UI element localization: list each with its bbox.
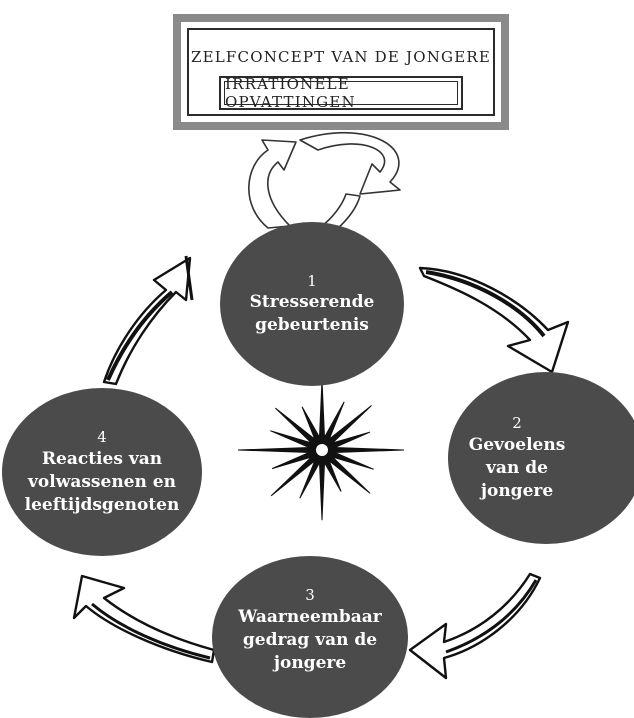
node-reactions: 4 Reacties van volwassenen en leeftijdsg… bbox=[2, 388, 202, 556]
node-label: Waarneembaar gedrag van de jongere bbox=[238, 606, 382, 673]
node-observable-behavior: 3 Waarneembaar gedrag van de jongere bbox=[212, 556, 408, 718]
node-label: Stresserende gebeurtenis bbox=[249, 292, 375, 336]
node-label: Gevoelens van de jongere bbox=[468, 434, 566, 501]
node-label: Reacties van volwassenen en leeftijdsgen… bbox=[24, 448, 180, 515]
node-feelings: 2 Gevoelens van de jongere bbox=[448, 372, 634, 544]
node-number: 3 bbox=[305, 586, 315, 605]
diagram-subtitle: IRRATIONELE OPVATTINGEN bbox=[224, 75, 458, 111]
curved-arrow-icon bbox=[408, 572, 542, 680]
curved-arrow-icon bbox=[418, 266, 570, 374]
curved-arrow-icon bbox=[72, 574, 216, 664]
diagram-title: ZELFCONCEPT VAN DE JONGERE bbox=[190, 48, 492, 66]
node-stressful-event: 1 Stresserende gebeurtenis bbox=[220, 222, 404, 386]
self-concept-inner-frame: ZELFCONCEPT VAN DE JONGERE IRRATIONELE O… bbox=[187, 28, 495, 116]
node-number: 4 bbox=[97, 428, 107, 447]
node-number: 2 bbox=[512, 414, 522, 433]
self-concept-box: ZELFCONCEPT VAN DE JONGERE IRRATIONELE O… bbox=[173, 14, 509, 130]
starburst-icon bbox=[237, 379, 405, 521]
circular-arrows-icon bbox=[248, 131, 401, 231]
node-number: 1 bbox=[307, 271, 317, 290]
irrational-beliefs-box: IRRATIONELE OPVATTINGEN bbox=[219, 75, 463, 111]
